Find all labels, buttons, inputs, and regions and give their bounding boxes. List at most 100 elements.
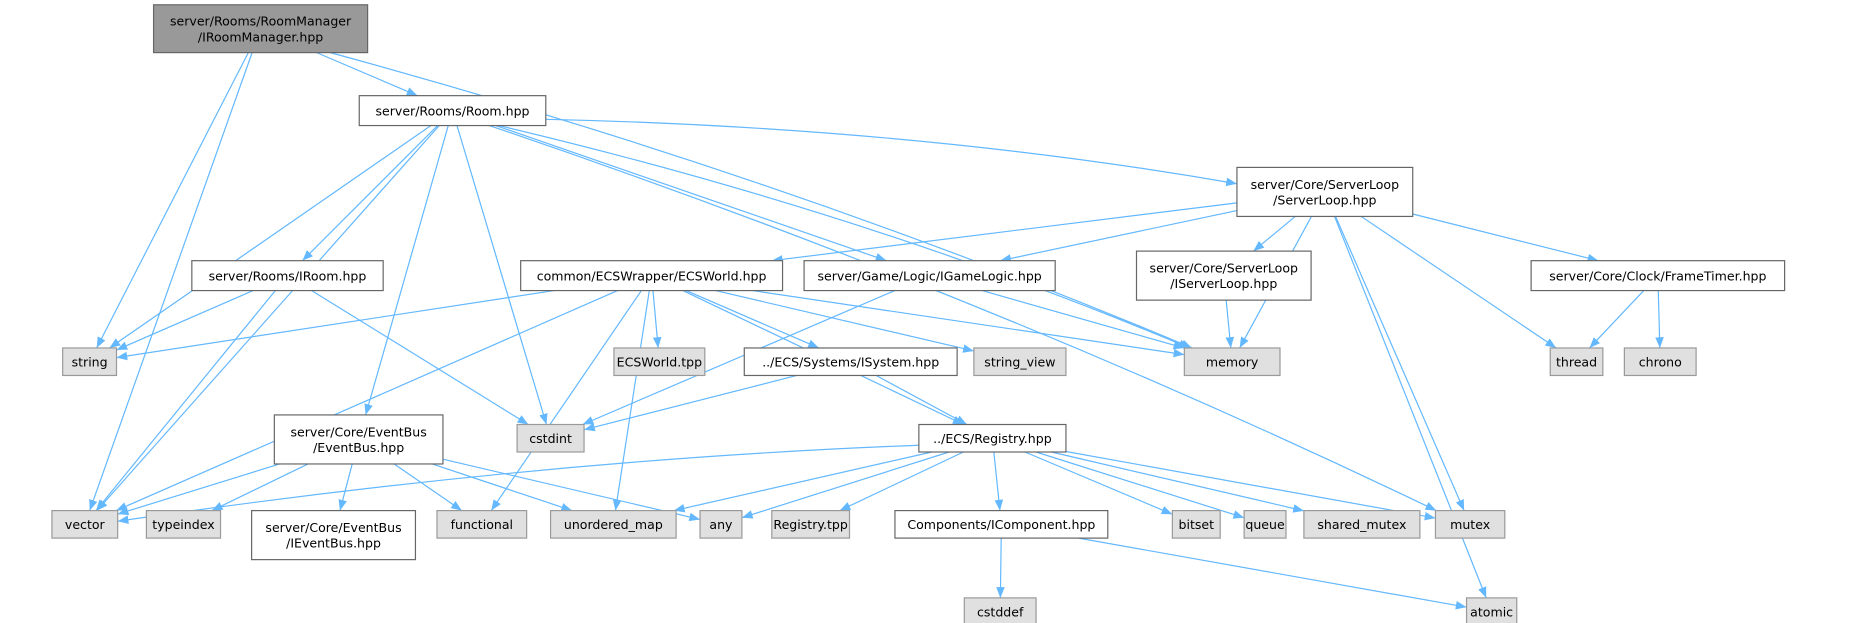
edge-registry-to-icomponent: [993, 451, 1004, 511]
edge-eventbus-to-ieventbus: [338, 463, 353, 511]
node-label: unordered_map: [564, 517, 663, 532]
node-label: common/ECSWrapper/ECSWorld.hpp: [537, 268, 767, 283]
node-bitset: bitset: [1171, 509, 1221, 539]
node-iserverloop[interactable]: server/Core/ServerLoop/IServerLoop.hpp: [1135, 250, 1312, 301]
node-box: [771, 509, 851, 539]
edge-iroom-to-cstdint: [311, 290, 529, 426]
node-label: server/Rooms/Room.hpp: [375, 103, 529, 118]
node-label: ../ECS/Registry.hpp: [933, 431, 1052, 446]
node-label: string: [72, 355, 108, 370]
node-typeindex: typeindex: [145, 509, 222, 539]
edge-serverloop-to-igamelogic: [1000, 209, 1238, 263]
edge-ecsworld-to-memory: [752, 289, 1185, 358]
edge-frametimer-to-thread: [1589, 290, 1645, 349]
node-box: [145, 509, 222, 539]
edge-root-to-vector: [89, 52, 253, 511]
node-label: cstdint: [529, 431, 572, 446]
node-ieventbus[interactable]: server/Core/EventBus/IEventBus.hpp: [251, 509, 417, 561]
node-frametimer[interactable]: server/Core/Clock/FrameTimer.hpp: [1530, 260, 1786, 292]
node-root[interactable]: server/Rooms/RoomManager/IRoomManager.hp…: [152, 4, 369, 54]
edge-root-to-string: [96, 52, 249, 349]
edge-serverloop-to-mutex: [1335, 216, 1465, 511]
nodes-layer: server/Rooms/RoomManager/IRoomManager.hp…: [51, 4, 1786, 623]
node-registry_tpp: Registry.tpp: [771, 509, 851, 539]
node-label: server/Core/EventBus: [265, 520, 401, 535]
node-serverloop[interactable]: server/Core/ServerLoop/ServerLoop.hpp: [1236, 166, 1414, 218]
node-box: [1623, 347, 1697, 377]
node-box: [62, 347, 118, 377]
node-label: mutex: [1450, 517, 1491, 532]
node-box: [549, 509, 677, 539]
node-label: /IEventBus.hpp: [286, 536, 381, 551]
node-unordered_map: unordered_map: [549, 509, 677, 539]
node-box: [973, 347, 1067, 377]
node-ecsworld_tpp: ECSWorld.tpp: [613, 347, 706, 377]
node-cstdint: cstdint: [516, 423, 585, 453]
node-label: queue: [1245, 517, 1285, 532]
edge-room-to-serverloop: [545, 118, 1238, 187]
node-vector: vector: [51, 509, 119, 539]
node-label: server/Rooms/IRoom.hpp: [209, 268, 367, 283]
edge-registry-to-vector: [117, 444, 919, 524]
node-box: [251, 509, 417, 561]
edge-room-to-string: [109, 125, 432, 349]
edge-room-to-igamelogic: [495, 124, 887, 262]
node-shared_mutex: shared_mutex: [1303, 509, 1421, 539]
edge-registry-to-registry_tpp: [839, 451, 964, 512]
node-label: memory: [1206, 355, 1259, 370]
node-room[interactable]: server/Rooms/Room.hpp: [358, 95, 547, 127]
node-label: any: [709, 517, 733, 532]
node-functional: functional: [436, 509, 528, 539]
node-label: bitset: [1179, 517, 1215, 532]
node-label: server/Core/EventBus: [291, 424, 427, 439]
node-label: Registry.tpp: [773, 517, 847, 532]
node-box: [1135, 250, 1312, 301]
node-box: [520, 260, 784, 292]
node-box: [743, 347, 958, 377]
node-label: /EventBus.hpp: [313, 440, 404, 455]
node-box: [51, 509, 119, 539]
node-label: ../ECS/Systems/ISystem.hpp: [762, 355, 939, 370]
node-label: thread: [1556, 355, 1597, 370]
node-label: vector: [65, 517, 106, 532]
node-eventbus[interactable]: server/Core/EventBus/EventBus.hpp: [273, 414, 444, 465]
node-label: server/Game/Logic/IGameLogic.hpp: [817, 268, 1041, 283]
edge-room-to-mutex: [489, 124, 1437, 512]
edge-eventbus-to-functional: [393, 463, 463, 512]
node-box: [1303, 509, 1421, 539]
node-label: cstddef: [977, 604, 1024, 619]
node-registry[interactable]: ../ECS/Registry.hpp: [918, 423, 1067, 453]
node-icomponent[interactable]: Components/IComponent.hpp: [894, 509, 1109, 539]
node-box: [273, 414, 444, 465]
node-box: [1549, 347, 1604, 377]
node-isystem[interactable]: ../ECS/Systems/ISystem.hpp: [743, 347, 958, 377]
node-ecsworld[interactable]: common/ECSWrapper/ECSWorld.hpp: [520, 260, 784, 292]
node-box: [803, 260, 1056, 292]
node-box: [894, 509, 1109, 539]
edges-layer: [89, 52, 1664, 610]
node-box: [918, 423, 1067, 453]
node-chrono: chrono: [1623, 347, 1697, 377]
node-box: [1530, 260, 1786, 292]
node-label: server/Core/Clock/FrameTimer.hpp: [1549, 268, 1766, 283]
edge-isystem-to-cstdint: [583, 374, 797, 432]
edge-frametimer-to-chrono: [1655, 290, 1664, 348]
node-memory: memory: [1183, 347, 1281, 377]
node-box: [1434, 509, 1506, 539]
node-box: [1183, 347, 1281, 377]
edge-iroom-to-vector: [95, 290, 276, 511]
edge-room-to-memory: [498, 124, 1190, 349]
edge-iroom-to-string: [116, 290, 254, 351]
node-thread: thread: [1549, 347, 1604, 377]
node-label: chrono: [1639, 355, 1682, 370]
edge-room-to-vector: [96, 125, 440, 511]
node-igamelogic[interactable]: server/Game/Logic/IGameLogic.hpp: [803, 260, 1056, 292]
node-label: server/Core/ServerLoop: [1150, 261, 1298, 276]
node-queue: queue: [1243, 509, 1287, 539]
edge-registry-to-queue: [1035, 451, 1245, 519]
node-label: Components/IComponent.hpp: [907, 517, 1095, 532]
node-iroom[interactable]: server/Rooms/IRoom.hpp: [191, 260, 384, 292]
edge-registry-to-any: [741, 451, 950, 519]
edge-room-to-eventbus: [364, 125, 449, 416]
